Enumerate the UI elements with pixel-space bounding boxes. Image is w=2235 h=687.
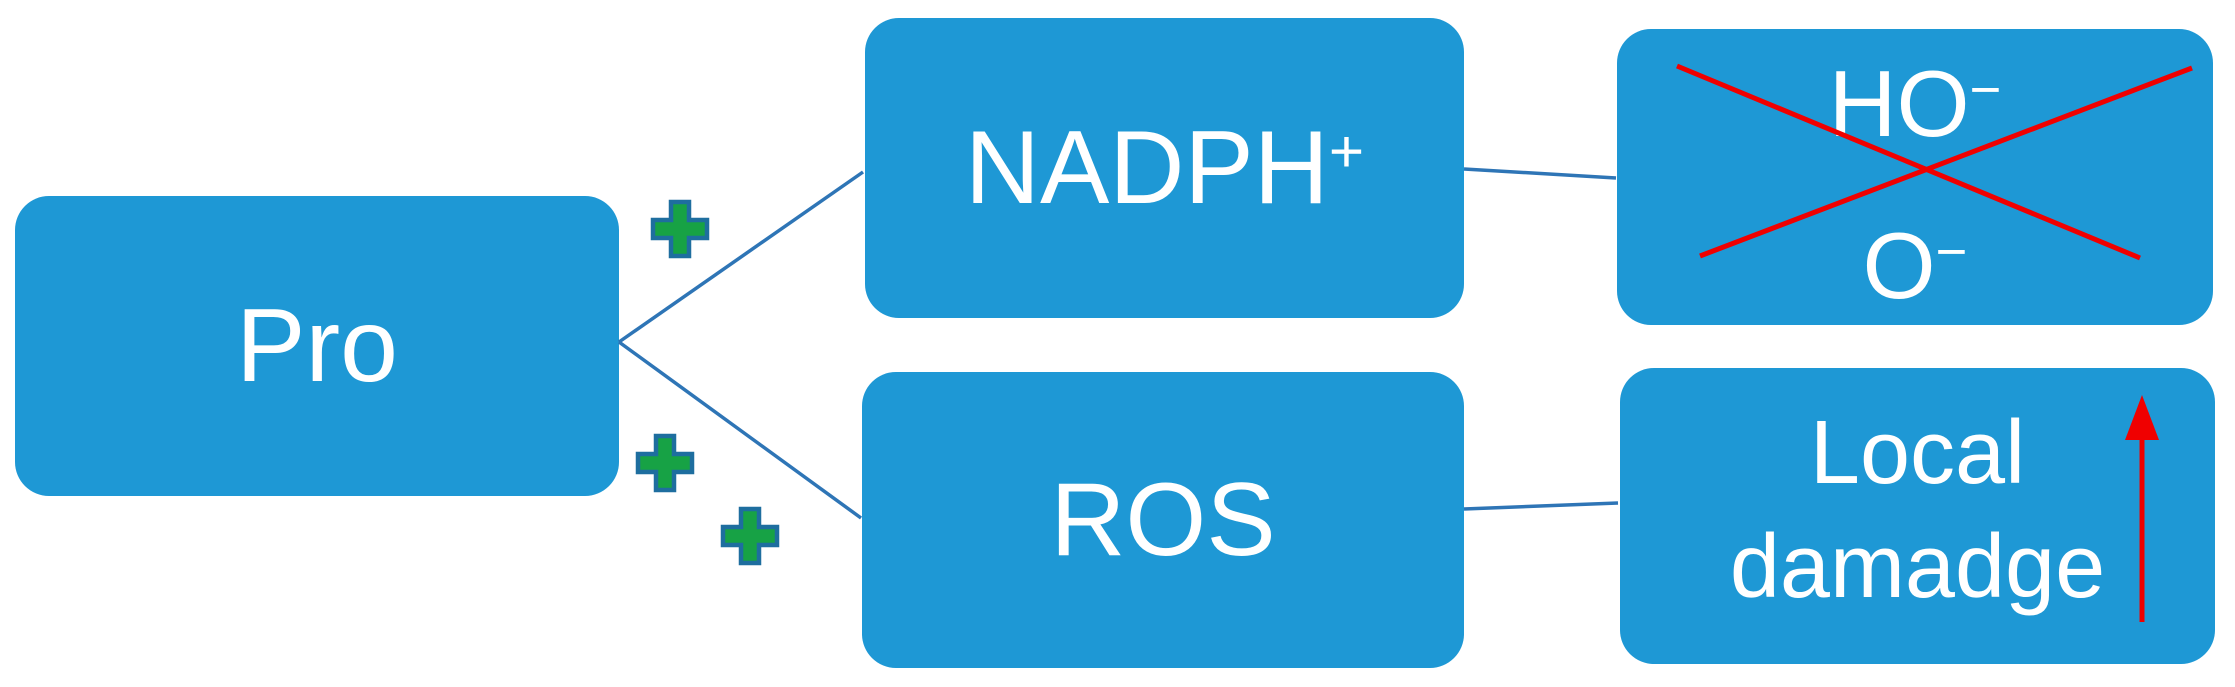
node-radicals-line1-text: HO	[1828, 51, 1970, 156]
node-damage: Local damadge	[1620, 368, 2215, 664]
connector-pro-ros	[617, 340, 863, 520]
plus-icon	[650, 199, 710, 259]
node-nadph-label: NADPH+	[964, 110, 1365, 226]
node-pro: Pro	[15, 196, 619, 496]
node-damage-line2: damadge	[1729, 517, 2106, 617]
plus-icon	[635, 433, 695, 493]
node-ros: ROS	[862, 372, 1464, 668]
node-damage-line1: Local	[1809, 402, 2026, 503]
connector-ros-damage	[1463, 501, 1619, 511]
plus-icon	[720, 506, 780, 566]
node-ros-label: ROS	[1050, 462, 1276, 578]
node-radicals-line1: HO−	[1828, 51, 2002, 156]
node-damage-label: Local damadge	[1730, 396, 2105, 625]
connector-pro-nadph	[617, 170, 865, 344]
connector-nadph-radicals	[1463, 167, 1617, 180]
node-radicals-line2-text: O	[1862, 213, 1936, 318]
node-radicals: HO− O−	[1617, 29, 2213, 325]
node-nadph-text: NADPH	[964, 110, 1329, 226]
node-pro-label: Pro	[236, 288, 398, 404]
node-nadph: NADPH+	[865, 18, 1464, 318]
node-radicals-line2: O−	[1862, 213, 1968, 318]
